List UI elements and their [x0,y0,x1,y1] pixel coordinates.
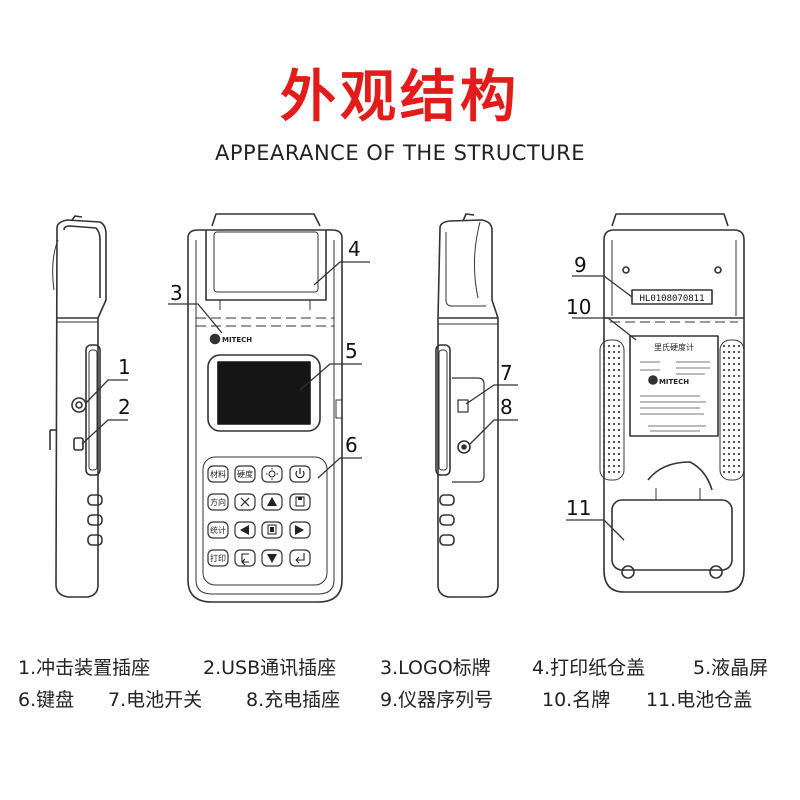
callout-5: 5 [345,339,358,363]
back-icon [241,553,249,566]
key-statistics-label: 统计 [210,525,226,535]
leader-2 [81,419,128,445]
scissors-icon [240,497,250,507]
legend-item-6: 6.键盘 [18,689,75,711]
leader-11 [566,519,625,541]
leader-3 [168,303,223,334]
key-statistics [207,521,229,539]
device-back-view [599,213,745,593]
key-save [289,493,311,511]
nameplate-title: 里氏硬度计 [654,342,694,352]
leader-5 [299,363,362,391]
legend-item-2: 2.USB通讯插座 [203,657,337,679]
callout-3: 3 [170,281,183,305]
legend-item-7: 7.电池开关 [108,689,203,711]
callout-6: 6 [345,433,358,457]
key-direction-label: 方向 [210,497,226,507]
callout-7: 7 [500,361,513,385]
device-left-side-view [49,215,107,598]
callout-8: 8 [500,395,513,419]
down-arrow-icon [267,554,277,563]
key-material-label: 材料 [210,469,226,479]
key-back [234,549,256,567]
leader-9 [572,275,633,298]
structure-diagram: 材料 硬度 方向 统计 打印 MITECH HL0108070811 里氏硬度计… [49,213,745,603]
serial-number: HL0108070811 [639,294,704,304]
legend-item-9: 9.仪器序列号 [380,689,494,711]
device-front-view [187,213,343,603]
callout-10: 10 [566,295,591,319]
leader-6 [317,457,362,479]
nameplate-logo: MITECH [659,378,689,386]
leader-1 [85,379,128,404]
enter-icon [295,553,305,564]
key-print-label: 打印 [210,553,226,563]
legend-item-11: 11.电池仓盖 [646,689,753,711]
sun-icon [266,468,278,480]
save-icon [295,496,305,507]
key-material [207,465,229,483]
keypad [207,465,311,567]
callout-2: 2 [118,395,131,419]
leader-7 [465,384,518,405]
key-direction [207,493,229,511]
callout-leaders [81,261,637,541]
logo-badge-text: MITECH [222,336,252,344]
right-arrow-icon [295,525,304,535]
power-icon [295,468,305,479]
key-backlight [261,465,283,483]
key-hardness-label: 硬度 [237,469,253,479]
key-print [207,549,229,567]
legend-item-10: 10.名牌 [542,689,611,711]
legend-item-8: 8.充电插座 [246,689,341,711]
callout-11: 11 [566,496,591,520]
title-english: APPEARANCE OF THE STRUCTURE [215,141,585,165]
device-right-side-view [435,213,499,598]
leader-8 [469,419,518,445]
speaker-grille-dots [602,344,741,474]
legend-item-1: 1.冲击装置插座 [18,657,151,679]
callout-4: 4 [348,237,361,261]
left-arrow-icon [240,525,249,535]
key-hardness [234,465,256,483]
callout-1: 1 [118,355,131,379]
legend-item-3: 3.LOGO标牌 [380,657,491,679]
legend-item-5: 5.液晶屏 [693,657,769,679]
key-enter [289,549,311,567]
up-arrow-icon [267,497,277,506]
legend-item-4: 4.打印纸仓盖 [532,657,646,679]
title-chinese: 外观结构 [280,65,520,130]
callout-9: 9 [574,253,587,277]
menu-icon [267,524,277,535]
nameplate-fine-print [640,361,710,432]
leader-4 [313,261,370,286]
leader-10 [572,317,637,341]
